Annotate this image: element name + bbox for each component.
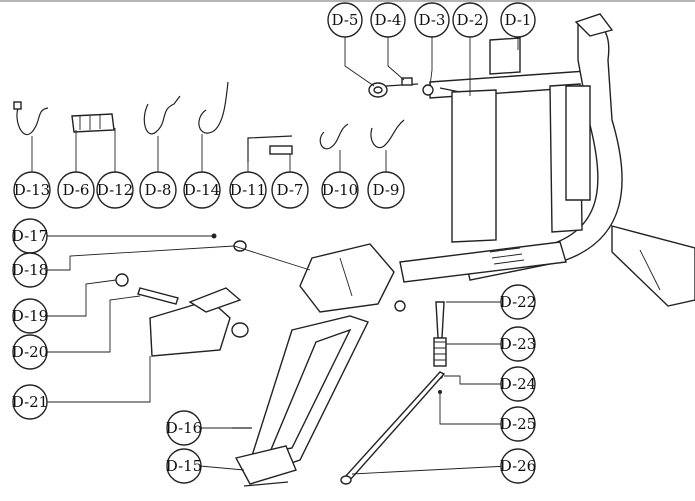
bubble-d18: D-18	[12, 252, 48, 288]
arm-lever-assembly	[232, 243, 406, 487]
bubble-d22: D-22	[500, 284, 536, 320]
bubble-d17: D-17	[12, 218, 48, 254]
bubble-d13: D-13	[13, 171, 51, 209]
bubble-d4: D-4	[370, 2, 406, 38]
left-small-parts	[115, 233, 249, 357]
label-d17: D-17	[12, 227, 48, 245]
label-d9: D-9	[373, 181, 400, 199]
bubble-d21: D-21	[12, 384, 48, 420]
label-d3: D-3	[419, 11, 446, 29]
label-d10: D-10	[322, 181, 358, 199]
label-d7: D-7	[277, 181, 304, 199]
bubble-d25: D-25	[500, 406, 536, 442]
cable-parts-row	[13, 81, 405, 162]
main-frame	[399, 13, 695, 307]
label-d1: D-1	[505, 11, 532, 29]
spring-pin-assembly	[340, 301, 447, 485]
bubble-d10: D-10	[321, 171, 359, 209]
bubble-d23: D-23	[500, 326, 536, 362]
label-d21: D-21	[12, 393, 48, 411]
bubble-d15: D-15	[166, 448, 202, 484]
label-d23: D-23	[500, 335, 536, 353]
label-d25: D-25	[500, 415, 536, 433]
bubble-d2: D-2	[452, 2, 488, 38]
bubble-d11: D-11	[229, 171, 267, 209]
bubble-d26: D-26	[500, 448, 536, 484]
bubble-d20: D-20	[12, 334, 48, 370]
label-d13: D-13	[14, 181, 50, 199]
label-d24: D-24	[500, 375, 536, 393]
label-d19: D-19	[12, 307, 48, 325]
label-d2: D-2	[457, 11, 484, 29]
label-d15: D-15	[166, 457, 202, 475]
label-d6: D-6	[63, 181, 90, 199]
label-d26: D-26	[500, 457, 536, 475]
label-d16: D-16	[166, 419, 202, 437]
bubble-d19: D-19	[12, 298, 48, 334]
bubble-d9: D-9	[367, 171, 405, 209]
label-d5: D-5	[332, 11, 359, 29]
label-d18: D-18	[12, 261, 48, 279]
label-d11: D-11	[230, 181, 266, 199]
bubble-d3: D-3	[414, 2, 450, 38]
bubble-d8: D-8	[139, 171, 177, 209]
bubble-d14: D-14	[183, 171, 221, 209]
bubble-d5: D-5	[327, 2, 363, 38]
label-d12: D-12	[97, 181, 133, 199]
bubble-d12: D-12	[96, 171, 134, 209]
label-d8: D-8	[145, 181, 172, 199]
label-d22: D-22	[500, 293, 536, 311]
leader-lines	[31, 34, 519, 475]
pulley-assembly	[368, 77, 461, 98]
top-border	[0, 0, 695, 2]
bubble-d7: D-7	[271, 171, 309, 209]
bubble-d6: D-6	[57, 171, 95, 209]
bubble-d24: D-24	[500, 366, 536, 402]
label-d14: D-14	[184, 181, 220, 199]
bubble-d1: D-1	[500, 2, 536, 38]
label-bubbles: D-5 D-4 D-3 D-2 D-1 D-13 D-6 D-12 D-8 D-…	[12, 2, 536, 484]
label-d4: D-4	[375, 11, 402, 29]
bubble-d16: D-16	[166, 410, 202, 446]
label-d20: D-20	[12, 343, 48, 361]
